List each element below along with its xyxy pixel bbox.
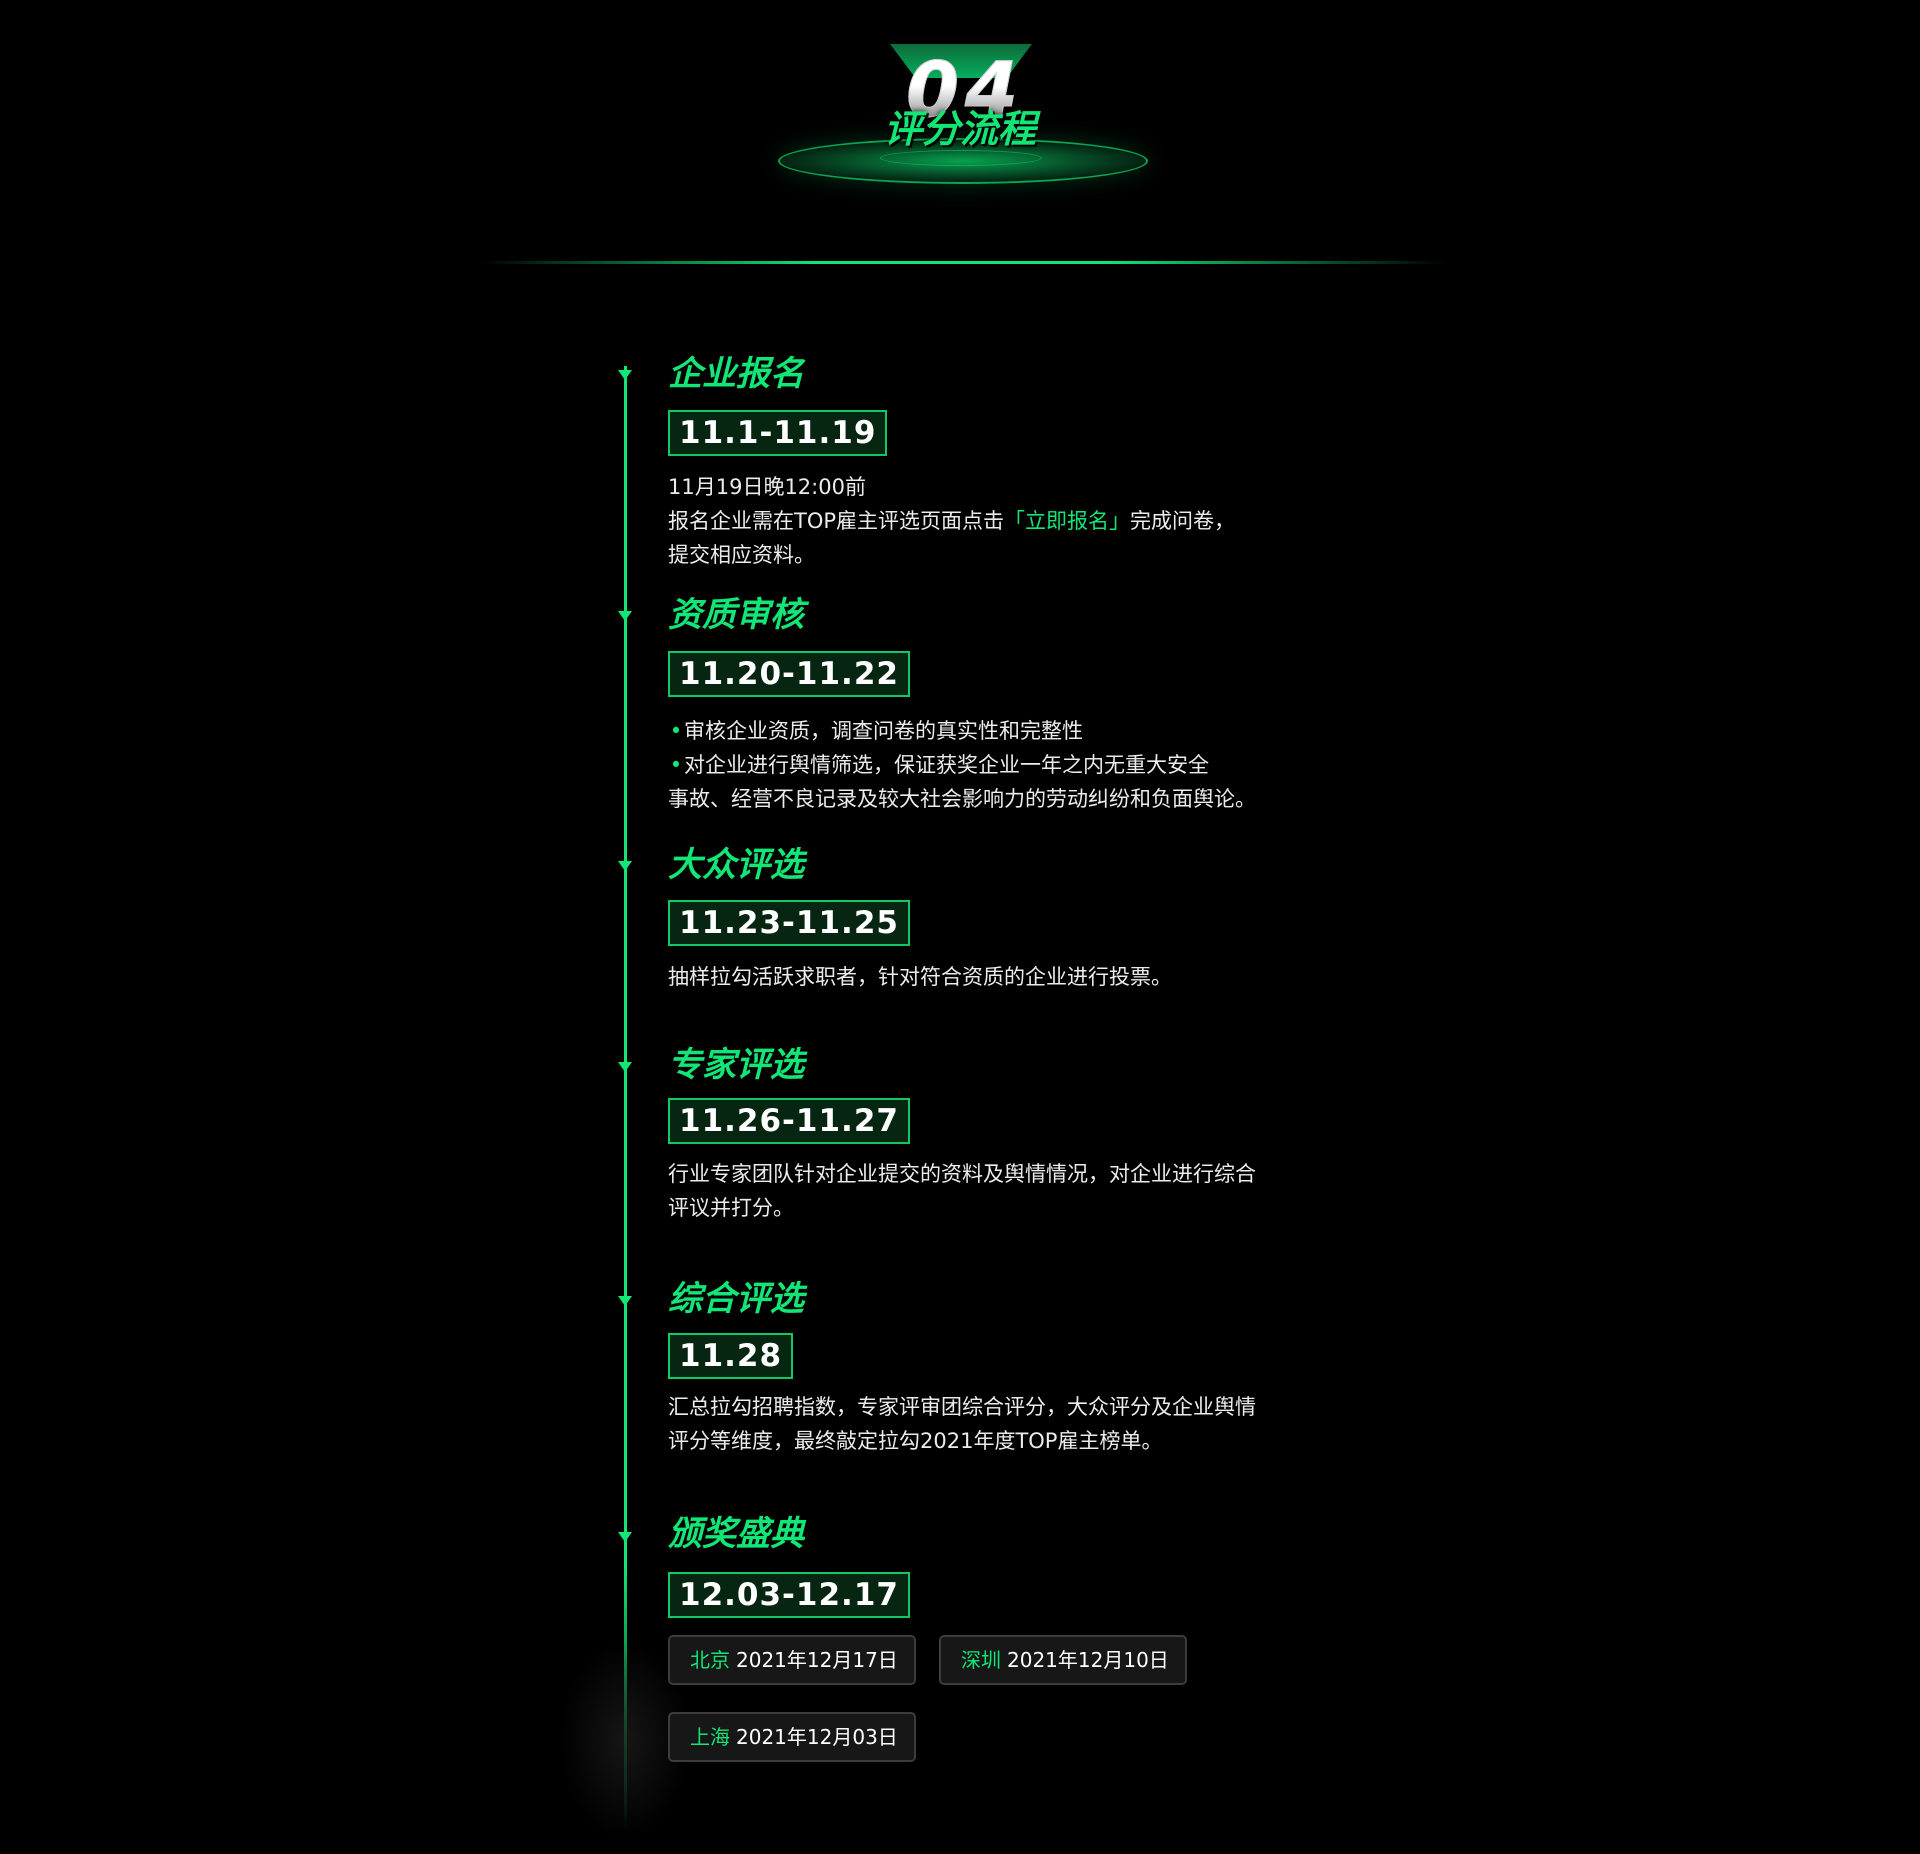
city-name: 北京 — [690, 1648, 730, 1672]
header-trapezoid-decoration — [890, 44, 1032, 78]
step-title: 企业报名 — [668, 354, 804, 394]
header-platform-ring-decoration — [880, 150, 1042, 166]
step-date-badge: 11.20-11.22 — [668, 651, 910, 697]
step-date-badge: 11.26-11.27 — [668, 1098, 910, 1144]
step-description-text: 报名企业需在TOP雇主评选页面点击 — [668, 509, 1005, 533]
timeline-line — [624, 366, 627, 1830]
city-date: 2021年12月17日 — [736, 1648, 898, 1672]
step-description-line: 提交相应资料。 — [668, 543, 815, 567]
triangle-down-icon — [618, 1062, 632, 1072]
step-title: 综合评选 — [668, 1279, 804, 1319]
triangle-down-icon — [618, 861, 632, 871]
dot-icon: • — [669, 719, 683, 743]
step-date-badge: 11.28 — [668, 1333, 794, 1379]
city-date: 2021年12月03日 — [736, 1725, 898, 1749]
step-title: 资质审核 — [668, 595, 804, 635]
step-date-badge: 11.1-11.19 — [668, 410, 888, 456]
step-description-text: 审核企业资质，调查问卷的真实性和完整性 — [684, 719, 1083, 743]
step-bullet-line: •对企业进行舆情筛选，保证获奖企业一年之内无重大安全 — [668, 748, 1209, 782]
city-date: 2021年12月10日 — [1007, 1648, 1169, 1672]
step-description-text: 对企业进行舆情筛选，保证获奖企业一年之内无重大安全 — [684, 753, 1209, 777]
section-number: 04 — [880, 49, 1050, 130]
step-date-badge: 12.03-12.17 — [668, 1572, 910, 1618]
step-description-line: 行业专家团队针对企业提交的资料及舆情情况，对企业进行综合 — [668, 1162, 1256, 1186]
step-description-line: 11月19日晚12:00前 — [668, 475, 866, 499]
step-description-line: 评议并打分。 — [668, 1196, 794, 1220]
step-description-line: 抽样拉勾活跃求职者，针对符合资质的企业进行投票。 — [668, 965, 1172, 989]
step-title: 大众评选 — [668, 845, 804, 885]
step-description-line: 评分等维度，最终敲定拉勾2021年度TOP雇主榜单。 — [668, 1429, 1163, 1453]
header-divider — [480, 261, 1446, 264]
step-description-line: 汇总拉勾招聘指数，专家评审团综合评分，大众评分及企业舆情 — [668, 1395, 1256, 1419]
dot-icon: • — [669, 753, 683, 777]
step-description-line: 事故、经营不良记录及较大社会影响力的劳动纠纷和负面舆论。 — [668, 787, 1256, 811]
step-date-badge: 11.23-11.25 — [668, 900, 910, 946]
step-title: 颁奖盛典 — [668, 1514, 804, 1554]
step-title: 专家评选 — [668, 1045, 804, 1085]
step-bullet-line: •审核企业资质，调查问卷的真实性和完整性 — [668, 714, 1083, 748]
city-name: 深圳 — [961, 1648, 1001, 1672]
city-name: 上海 — [690, 1725, 730, 1749]
step-description-text: 完成问卷， — [1130, 509, 1236, 533]
triangle-down-icon — [618, 370, 632, 380]
step-description-line: 报名企业需在TOP雇主评选页面点击「立即报名」完成问卷， — [668, 504, 1235, 538]
register-now-highlight: 「立即报名」 — [1004, 509, 1131, 533]
triangle-down-icon — [618, 1296, 632, 1306]
section-title: 评分流程 — [883, 107, 1036, 151]
triangle-down-icon — [618, 1532, 632, 1542]
triangle-down-icon — [618, 611, 632, 621]
section-header: 04 评分流程 — [0, 0, 1920, 200]
